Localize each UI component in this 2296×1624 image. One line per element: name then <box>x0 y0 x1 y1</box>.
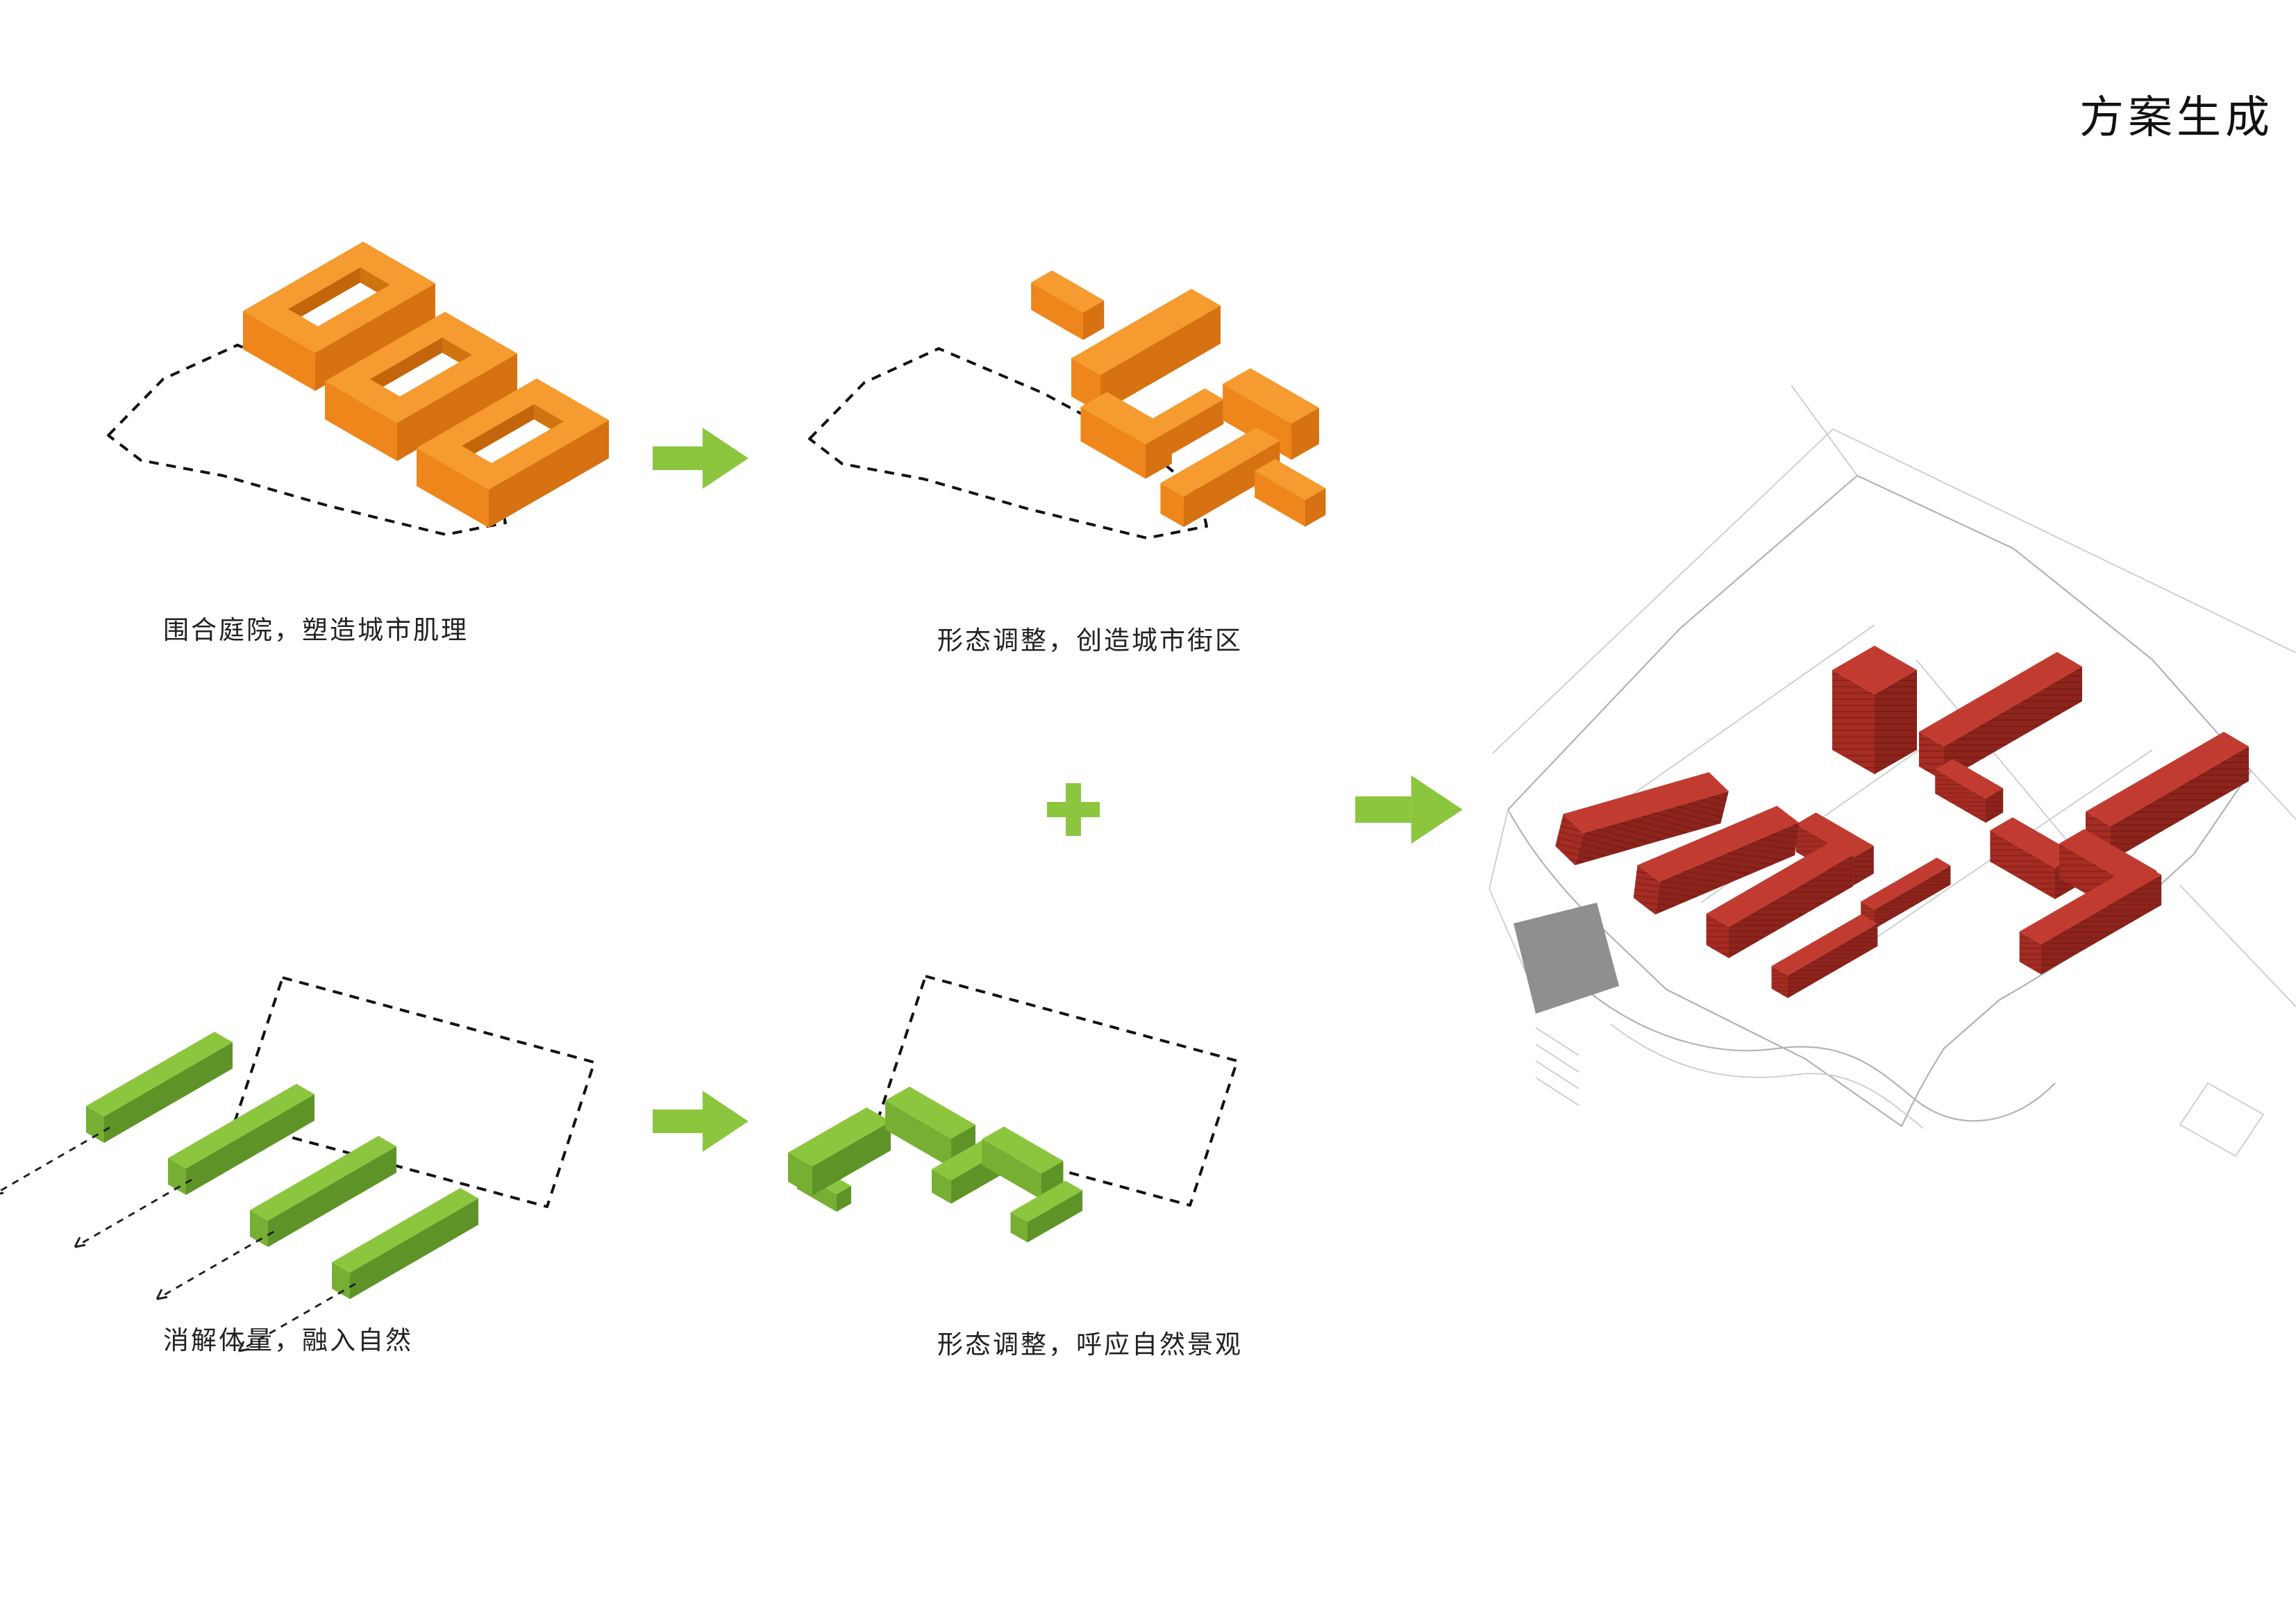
red-buildings <box>1552 646 2249 998</box>
arrow-right-icon <box>653 1091 748 1152</box>
arrow-right-icon <box>1355 775 1463 844</box>
orange-block <box>1031 270 1105 340</box>
green-block <box>982 1126 1064 1200</box>
step1-courtyard-blocks-diagram <box>107 242 609 536</box>
plus-icon <box>1047 783 1100 836</box>
red-slab <box>2086 732 2249 861</box>
direction-arrow-icon <box>0 1126 111 1196</box>
green-bar <box>86 1032 233 1143</box>
arrow-right-icon <box>653 428 748 489</box>
red-slab <box>1771 914 1878 998</box>
step4-green-cluster-diagram <box>788 975 1239 1243</box>
green-bar <box>332 1188 478 1299</box>
result-massing-model <box>1489 385 2296 1157</box>
caption-step3: 消解体量，融入自然 <box>163 1326 413 1355</box>
direction-arrow-icon <box>74 1178 193 1248</box>
orange-block <box>1255 459 1326 527</box>
caption-step4: 形态调整，呼应自然景观 <box>937 1330 1243 1359</box>
step2-urban-blocks-diagram <box>808 270 1326 539</box>
page-title: 方案生成 <box>2079 92 2274 142</box>
red-tower <box>1832 646 1917 774</box>
green-bar <box>250 1136 396 1247</box>
caption-step1: 围合庭院，塑造城市肌理 <box>163 616 469 644</box>
step3-green-bars-diagram <box>0 976 596 1353</box>
red-slab <box>1935 759 2004 823</box>
existing-building-footprint <box>1514 903 1619 1014</box>
direction-arrow-icon <box>156 1230 275 1300</box>
caption-step2: 形态调整，创造城市街区 <box>937 626 1243 655</box>
